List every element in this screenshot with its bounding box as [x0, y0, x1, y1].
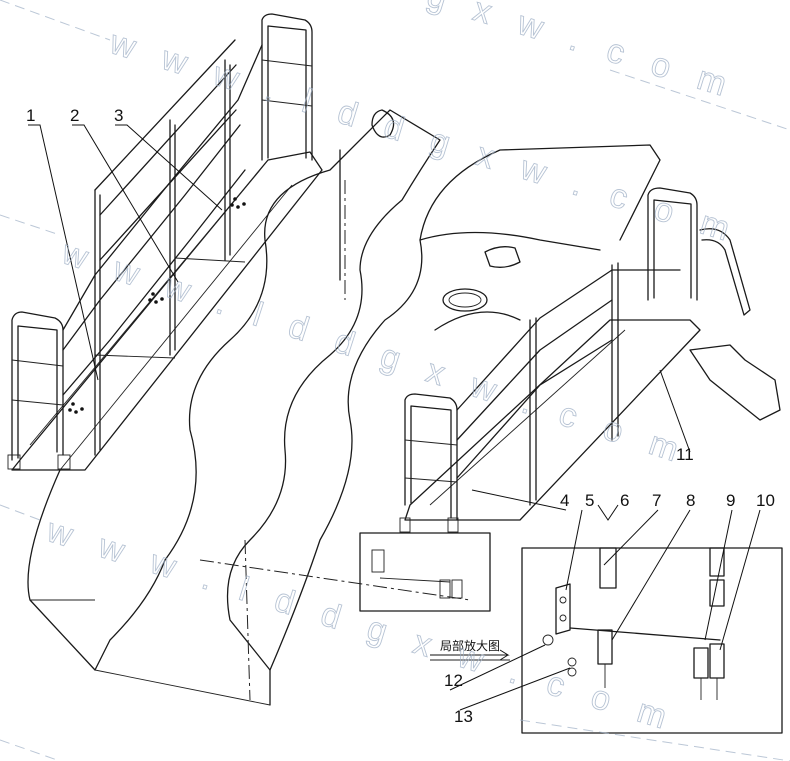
callout-5: 5	[585, 491, 594, 510]
detail-caption: 局部放大图	[440, 638, 500, 653]
detail-source-parts	[371, 549, 463, 599]
detail-enlarged-parts	[542, 547, 725, 700]
callout-12: 12	[444, 671, 463, 690]
callout-8: 8	[686, 491, 695, 510]
callout-4: 4	[560, 491, 569, 510]
leader-lines	[28, 124, 761, 711]
chassis-frame	[27, 109, 661, 706]
detail-source-box	[359, 532, 491, 612]
callout-1: 1	[26, 106, 35, 125]
callout-2: 2	[70, 106, 79, 125]
watermark-text-4: g x w . c o m	[423, 0, 741, 106]
detail-arrow	[430, 649, 510, 661]
callout-labels: 1 2 3 4 5 6 7 8 9 10 11 12 13 局部放大图	[26, 106, 775, 726]
left-walkway-assembly	[7, 13, 323, 471]
callout-13: 13	[454, 707, 473, 726]
right-walkway-assembly	[399, 187, 781, 533]
callout-6: 6	[620, 491, 629, 510]
callout-3: 3	[114, 106, 123, 125]
watermark-text-3: w w w . l d d g x w . c o m	[42, 511, 681, 739]
callout-11: 11	[676, 445, 694, 464]
bolt-hole-cluster	[68, 197, 246, 414]
callout-9: 9	[726, 491, 735, 510]
callout-7: 7	[652, 491, 661, 510]
callout-10: 10	[756, 491, 775, 510]
detail-enlarged-box	[521, 547, 783, 734]
watermark-text-2: w w w . l d d g x w . c o m	[57, 233, 693, 472]
